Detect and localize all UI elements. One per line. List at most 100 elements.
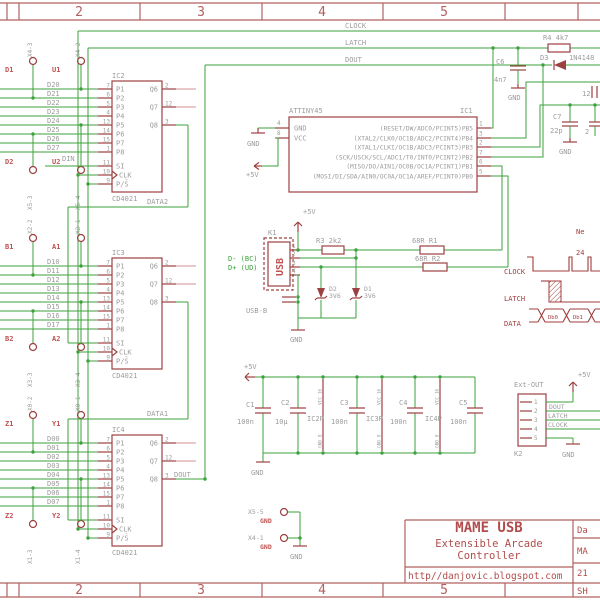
- cap-c6[interactable]: [510, 48, 526, 89]
- resistor-r2[interactable]: [422, 262, 448, 272]
- net-label-clock: CLOCK: [345, 22, 367, 30]
- diode-d3[interactable]: [553, 60, 566, 70]
- conn-label: X2-2: [27, 219, 34, 234]
- pin-number: 3: [479, 131, 483, 138]
- row-label: D20: [47, 81, 60, 89]
- timing-note-cut: Ne: [576, 228, 584, 236]
- decoupling-bank[interactable]: +5V C1 100n C2 10µ C3 100n C4 100n C5 10…: [237, 363, 483, 477]
- ext-out-connector[interactable]: Ext-OUT 1 2 3 4 5 K2 DOUT LATCH CLOCK +5…: [514, 371, 600, 459]
- gnd-label: GND: [508, 94, 521, 102]
- row-label: D06: [47, 489, 60, 497]
- ic-ref: IC4: [112, 426, 125, 434]
- section-3-texts: IC4 D00 D01 D02 D03 D04 D05 D06 D07 Z1 Y…: [5, 396, 125, 564]
- pad-x4-1[interactable]: [279, 533, 289, 543]
- mcu-attiny45[interactable]: ATTINY45 IC1 GND VCC 4 8 (RESET/DW/ADC0/…: [246, 46, 600, 267]
- frame-col-label: 2: [75, 5, 83, 20]
- pin-number: 2: [479, 140, 483, 147]
- c7-value: 22p: [550, 127, 563, 135]
- zener-d1[interactable]: [349, 288, 363, 301]
- net-label-latch: LATCH: [345, 39, 366, 47]
- pad-label: D1: [5, 66, 13, 74]
- row-label: D14: [47, 294, 60, 302]
- net-label-data1: DATA1: [147, 410, 168, 418]
- conn-label: X4-1: [248, 534, 264, 542]
- cap-value: 100n: [331, 418, 348, 426]
- cd4021-section-2[interactable]: [0, 233, 197, 381]
- mcu-name: ATTINY45: [289, 107, 323, 115]
- wave-label-data: DATA: [504, 320, 522, 328]
- data-bit-label: Db1: [573, 315, 583, 321]
- pad-label: D2: [5, 158, 13, 166]
- row-label: D01: [47, 444, 60, 452]
- d3-ref: D3: [540, 54, 548, 62]
- row-label: D22: [47, 99, 60, 107]
- cap-value: 100n: [450, 418, 467, 426]
- gnd-taps[interactable]: X5-5 GND X4-1 GND GND: [248, 507, 307, 561]
- pin-number: 4: [277, 120, 281, 127]
- conn-label: X5-5: [248, 508, 264, 516]
- usb-package-outline: [263, 237, 294, 291]
- pad-label: Y2: [52, 512, 60, 520]
- ic-ref: IC3: [112, 249, 125, 257]
- row-label: D04: [47, 471, 60, 479]
- pwr-pin-gnd: GND 8: [435, 434, 441, 448]
- conn-label: X2-1: [75, 219, 82, 234]
- title-col-cut: Da: [577, 526, 588, 536]
- pin-number: 3: [292, 260, 296, 267]
- data-waveform: [529, 308, 600, 323]
- cap-c7[interactable]: [562, 105, 578, 143]
- conn-label: X4-3: [27, 42, 34, 57]
- row-label: D11: [47, 267, 60, 275]
- conn-label: X3-3: [27, 372, 34, 387]
- resistor-r4[interactable]: [547, 43, 571, 53]
- pin-name: (XTAL2/CLK0/OC1B/ADC2/PCINT4)PB4: [354, 136, 473, 143]
- resistor-r3[interactable]: [321, 245, 345, 255]
- net-label-dout-pin: DOUT: [174, 471, 192, 479]
- gnd-label: GND: [290, 336, 303, 344]
- frame-col-label: 3: [197, 5, 205, 20]
- c6-ref: C6: [496, 58, 504, 66]
- p5v-label: +5V: [303, 208, 316, 216]
- cap-plates: [255, 379, 483, 451]
- title-block: MAME USB Extensible Arcade Controller ht…: [404, 519, 600, 597]
- resistor-r1[interactable]: [419, 245, 445, 255]
- pwr-pin-vcc: VCC 16: [435, 388, 441, 405]
- cd4021-section-3[interactable]: [0, 410, 197, 558]
- usb-connector-body[interactable]: [267, 241, 291, 287]
- frame-col-label: 5: [440, 583, 448, 598]
- gnd-label: GND: [260, 543, 272, 551]
- cap-ref: C4: [399, 399, 407, 407]
- zener-d2[interactable]: [314, 288, 328, 301]
- pwr-pin-gnd: GND 8: [377, 434, 383, 448]
- row-label: D27: [47, 144, 60, 152]
- project-url[interactable]: http//danjovic.blogspot.com: [408, 571, 563, 582]
- row-label: D16: [47, 312, 60, 320]
- mcu-body[interactable]: [288, 116, 478, 193]
- c8-value-cut: 2: [585, 128, 589, 136]
- row-label: D10: [47, 258, 60, 266]
- cap-ref: C2: [281, 399, 289, 407]
- title-col-cut: 21: [577, 569, 588, 579]
- usb-section[interactable]: K1 USB USB-B 1 2 3 4 D- (BC) D+ (UD) +5V…: [228, 208, 508, 344]
- conn-label: X0-1: [75, 396, 82, 411]
- cap-value: 100n: [390, 418, 407, 426]
- cd4021-section-1[interactable]: [0, 56, 197, 204]
- pin-name: (MOSI/DI/SDA/AIN0/OC0A/OC1A/AREF/PCINT0)…: [313, 174, 473, 181]
- pin-name: (XTAL1/CLKI/OC1B/ADC3/PCINT3)PB3: [354, 145, 473, 152]
- top-right-components[interactable]: R4 4k7 D3 1N4148 C6 4n7 GND C7 22p GND 1…: [494, 34, 600, 156]
- pad-x5-5[interactable]: [279, 507, 289, 517]
- project-subtitle-1: Extensible Arcade: [435, 538, 542, 550]
- d2-ref: D2: [329, 285, 337, 293]
- latch-pulse: [548, 280, 562, 303]
- pin-number: 2: [292, 251, 296, 258]
- pin-number: 5: [479, 169, 483, 176]
- pin-number: 1: [292, 243, 296, 250]
- mcu-pins: [275, 127, 491, 177]
- ic-ref: IC2: [112, 72, 125, 80]
- conn-label: X4-2: [75, 42, 82, 57]
- row-label: D02: [47, 453, 60, 461]
- bus-dots: [261, 375, 442, 455]
- pin-name: (RESET/DW/ADC0/PCINT5)PB5: [380, 126, 473, 133]
- pin-number: 6: [479, 159, 483, 166]
